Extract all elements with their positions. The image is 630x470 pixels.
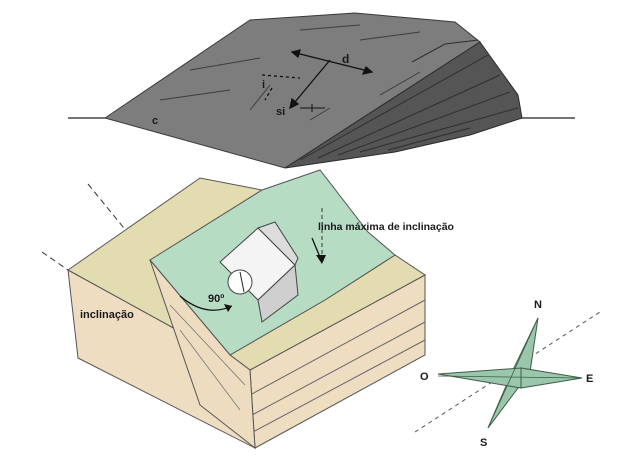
outcrop-label-c: c — [152, 115, 158, 127]
compass-rose: N S E O — [414, 299, 601, 449]
compass-south-label: S — [480, 437, 487, 449]
compass-needle-west — [437, 367, 522, 389]
outcrop-label-d: d — [342, 52, 349, 66]
outcrop-label-si: si — [276, 106, 285, 118]
block-cut-face — [149, 259, 256, 450]
block-diagram: 90º linha máxima de inclinação inclinaçã… — [41, 169, 454, 450]
outcrop-side-face — [284, 41, 523, 169]
compass-north-label: N — [534, 299, 542, 311]
dip-line-label: linha máxima de inclinação — [318, 221, 454, 233]
angle-label: 90º — [208, 293, 224, 305]
clinometer — [219, 221, 299, 323]
dip-label: inclinação — [80, 309, 134, 321]
compass-west-label: O — [420, 371, 429, 383]
outcrop-label-i: i — [262, 79, 265, 91]
compass-east-label: E — [586, 373, 593, 385]
rock-outcrop: c d i si — [68, 12, 575, 169]
